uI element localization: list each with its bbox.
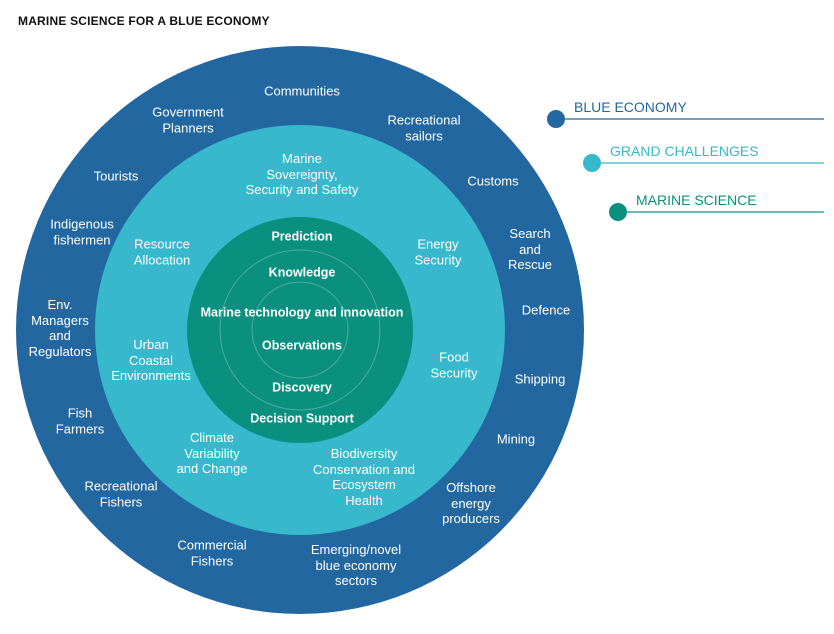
stakeholder-customs: Customs: [467, 173, 519, 189]
stakeholder-search-and-rescue: Search and Rescue: [507, 225, 553, 272]
legend-dot-grand-challenges: [583, 154, 601, 172]
science-observations: Observations: [262, 338, 342, 353]
legend-label-grand-challenges: GRAND CHALLENGES: [610, 143, 759, 159]
core-inner-ring-2: [251, 281, 349, 379]
science-discovery: Discovery: [272, 380, 332, 395]
marine-science-core: [187, 217, 413, 443]
legend-label-blue-economy: BLUE ECONOMY: [574, 99, 687, 115]
stakeholder-commercial-fishers: Commercial Fishers: [177, 537, 247, 569]
science-knowledge: Knowledge: [268, 265, 336, 280]
legend-dot-marine-science: [609, 203, 627, 221]
legend-dot-blue-economy: [547, 110, 565, 128]
stakeholder-shipping: Shipping: [514, 371, 566, 387]
challenge-energy-security: Energy Security: [414, 236, 462, 268]
stakeholder-indigenous-fishermen: Indigenous fishermen: [50, 216, 114, 248]
stakeholder-env-managers: Env. Managers and Regulators: [28, 297, 92, 359]
science-prediction: Prediction: [271, 229, 333, 244]
stakeholder-fish-farmers: Fish Farmers: [55, 405, 105, 437]
science-marine-technology: Marine technology and innovation: [200, 305, 404, 320]
challenge-resource-allocation: Resource Allocation: [133, 236, 191, 268]
stakeholder-defence: Defence: [521, 302, 571, 318]
stakeholder-recreational-fishers: Recreational Fishers: [84, 478, 158, 510]
core-inner-ring-1: [219, 249, 381, 411]
challenge-food-security: Food Security: [430, 349, 478, 381]
stakeholder-recreational-sailors: Recreational sailors: [387, 112, 461, 144]
page-title: MARINE SCIENCE FOR A BLUE ECONOMY: [18, 14, 270, 28]
challenge-urban-coastal: Urban Coastal Environments: [111, 336, 191, 383]
stakeholder-communities: Communities: [264, 83, 340, 99]
science-decision-support: Decision Support: [250, 411, 354, 426]
challenge-climate-variability: Climate Variability and Change: [176, 429, 248, 476]
stakeholder-tourists: Tourists: [93, 168, 139, 184]
stakeholder-government-planners: Government Planners: [152, 104, 224, 136]
stakeholder-mining: Mining: [496, 431, 536, 447]
challenge-biodiversity: Biodiversity Conservation and Ecosystem …: [313, 446, 415, 508]
stakeholder-emerging-sectors: Emerging/novel blue economy sectors: [310, 541, 402, 588]
challenge-marine-sovereignty: Marine Sovereignty, Security and Safety: [245, 150, 359, 197]
stakeholder-offshore-energy: Offshore energy producers: [442, 479, 500, 526]
legend-label-marine-science: MARINE SCIENCE: [636, 192, 757, 208]
